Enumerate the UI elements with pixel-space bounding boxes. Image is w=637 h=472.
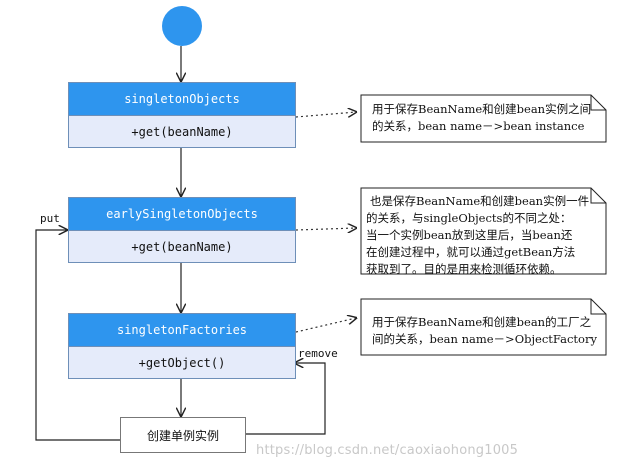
note-shape-2 (360, 187, 607, 275)
edge-label-remove: remove (298, 347, 338, 360)
remove-loop-edge (244, 363, 326, 435)
class-method: +get(beanName) (131, 239, 233, 254)
watermark: https://blog.csdn.net/caoxiaohong1005 (256, 443, 519, 458)
note-line: 在创建过程中，就可以通过getBean方法 (366, 245, 576, 259)
note-link-1 (295, 112, 356, 118)
put-loop-edge (35, 230, 120, 441)
note-1: 用于保存BeanName和创建bean实例之间 的关系，bean name－>b… (372, 101, 591, 135)
class-method: +getObject() (138, 355, 226, 370)
note-shape-3 (360, 298, 607, 356)
class-name: singletonObjects (69, 83, 295, 116)
edge-label-put: put (40, 212, 60, 225)
class-name: singletonFactories (69, 314, 295, 347)
class-method: +get(beanName) (131, 124, 233, 139)
note-2: 也是保存BeanName和创建bean实例一件 的关系，与singleObjec… (366, 193, 589, 278)
note-line: 获取到了。目的是用来检测循环依赖。 (366, 262, 562, 276)
note-line: 的关系，与singleObjects的不同之处： (366, 211, 572, 225)
class-name: earlySingletonObjects (69, 198, 295, 231)
note-line: 的关系，bean name－>bean instance (372, 119, 585, 133)
note-line: 用于保存BeanName和创建bean的工厂之 (372, 315, 592, 329)
note-line: 间的关系，bean name－>ObjectFactory (372, 332, 597, 346)
action-create-instance: 创建单例实例 (120, 417, 246, 453)
class-early-singleton-objects: earlySingletonObjects +get(beanName) (68, 197, 296, 263)
note-link-2 (295, 228, 356, 230)
class-singleton-factories: singletonFactories +getObject() (68, 313, 296, 379)
class-singleton-objects: singletonObjects +get(beanName) (68, 82, 296, 148)
note-line: 也是保存BeanName和创建bean实例一件 (370, 194, 590, 208)
note-3: 用于保存BeanName和创建bean的工厂之 间的关系，bean name－>… (372, 314, 597, 348)
note-link-3 (295, 318, 356, 333)
start-node (162, 6, 202, 46)
note-shape-1 (360, 94, 607, 143)
note-line: 用于保存BeanName和创建bean实例之间 (372, 102, 592, 116)
note-line: 当一个实例bean放到这里后，当bean还 (366, 228, 573, 242)
